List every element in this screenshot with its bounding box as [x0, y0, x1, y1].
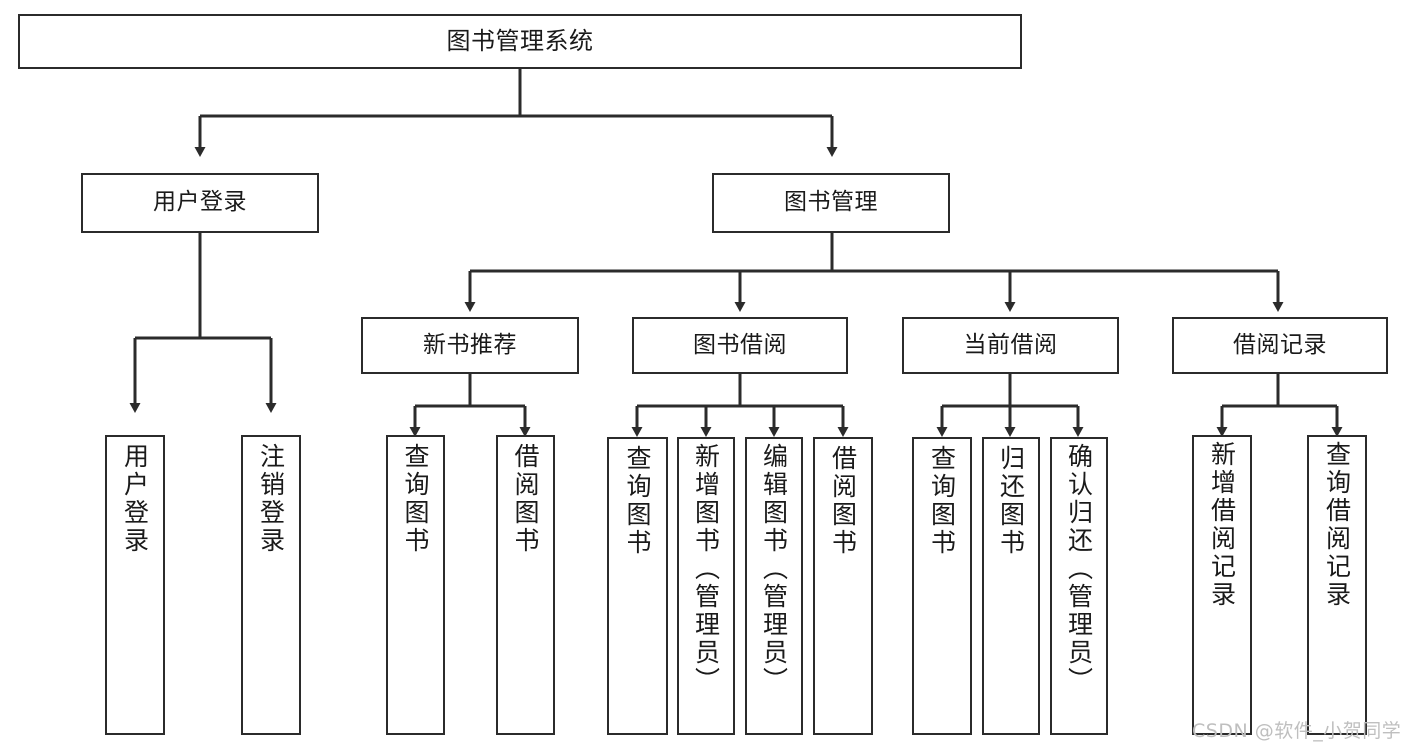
leaf-edit-book-admin[interactable]: 编辑图书（管理员） [745, 437, 803, 735]
node-borrow-record[interactable]: 借阅记录 [1172, 317, 1388, 374]
node-label: 图书借阅 [693, 331, 787, 358]
node-label: 确认归还（管理员） [1064, 443, 1094, 695]
leaf-borrow-book-newbook[interactable]: 借阅图书 [496, 435, 555, 735]
leaf-return-book[interactable]: 归还图书 [982, 437, 1040, 735]
node-label: 当前借阅 [963, 331, 1058, 358]
node-label: 借阅图书 [511, 443, 540, 555]
node-label: 归还图书 [996, 445, 1026, 557]
node-label: 图书管理系统 [446, 27, 594, 56]
node-label: 用户登录 [153, 189, 247, 216]
leaf-query-borrow-record[interactable]: 查询借阅记录 [1307, 435, 1367, 735]
leaf-add-borrow-record[interactable]: 新增借阅记录 [1192, 435, 1252, 735]
leaf-query-book-newbook[interactable]: 查询图书 [386, 435, 445, 735]
leaf-logout[interactable]: 注销登录 [241, 435, 301, 735]
leaf-user-login[interactable]: 用户登录 [105, 435, 165, 735]
node-label: 借阅图书 [828, 445, 858, 557]
node-label: 新增借阅记录 [1207, 441, 1237, 609]
node-label: 编辑图书（管理员） [759, 443, 789, 695]
node-book-borrow[interactable]: 图书借阅 [632, 317, 848, 374]
watermark-text: CSDN @软件_小贺同学 [1192, 720, 1402, 742]
node-label: 图书管理 [784, 189, 878, 216]
node-root-book-management-system[interactable]: 图书管理系统 [18, 14, 1022, 69]
node-label: 借阅记录 [1233, 331, 1327, 358]
node-label: 查询图书 [623, 445, 652, 557]
node-user-login[interactable]: 用户登录 [81, 173, 319, 233]
leaf-query-book-current[interactable]: 查询图书 [912, 437, 972, 735]
node-current-borrow[interactable]: 当前借阅 [902, 317, 1119, 374]
leaf-borrow-book[interactable]: 借阅图书 [813, 437, 873, 735]
node-label: 注销登录 [256, 443, 286, 555]
node-label: 新增图书（管理员） [691, 443, 721, 695]
node-book-management[interactable]: 图书管理 [712, 173, 950, 233]
node-label: 查询借阅记录 [1322, 441, 1352, 609]
node-new-book-recommend[interactable]: 新书推荐 [361, 317, 579, 374]
node-label: 查询图书 [927, 445, 957, 557]
leaf-add-book-admin[interactable]: 新增图书（管理员） [677, 437, 735, 735]
node-label: 用户登录 [120, 443, 150, 555]
node-label: 新书推荐 [423, 331, 517, 358]
leaf-query-book-borrow[interactable]: 查询图书 [607, 437, 668, 735]
leaf-confirm-return-admin[interactable]: 确认归还（管理员） [1050, 437, 1108, 735]
node-label: 查询图书 [401, 443, 430, 555]
